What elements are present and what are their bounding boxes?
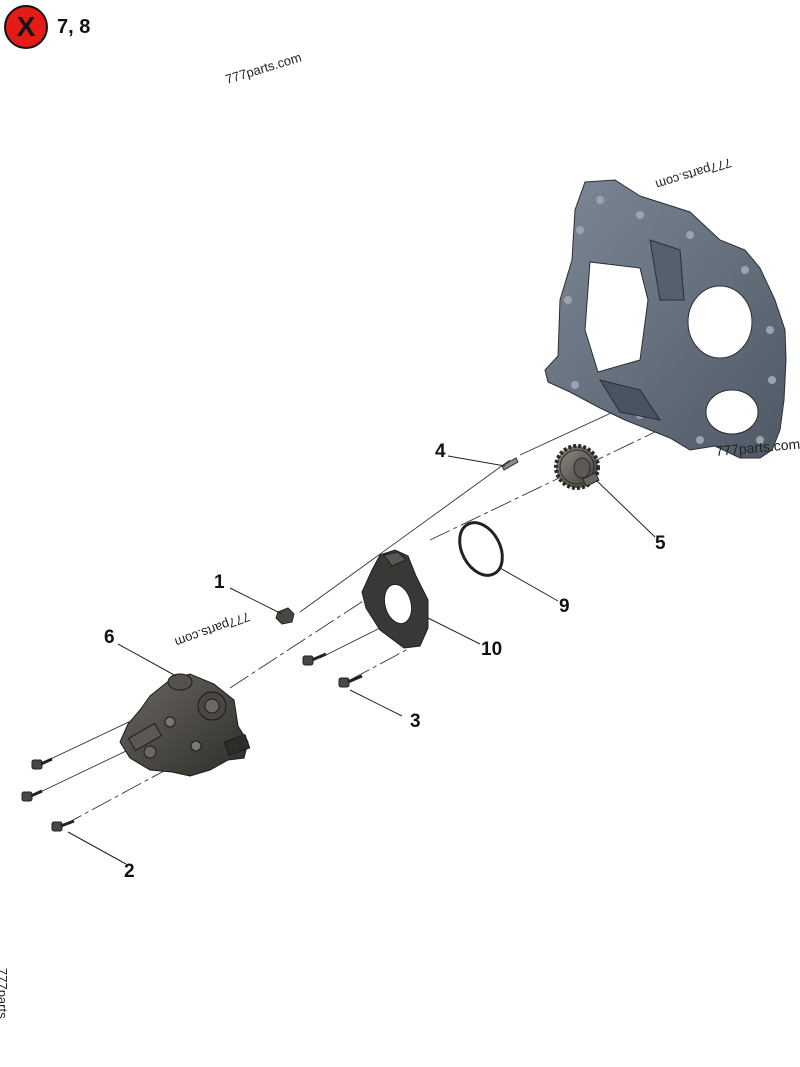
callout-3: 3	[410, 711, 421, 732]
callout-9: 9	[559, 596, 570, 617]
leader-lines	[67, 455, 656, 865]
bolt-e	[51, 819, 75, 832]
bolt-c	[31, 757, 53, 770]
bolt-a	[302, 652, 327, 666]
callout-10: 10	[481, 639, 502, 660]
callout-1: 1	[214, 572, 225, 593]
not-shown-badge: X	[4, 5, 48, 49]
watermark-pump: 777parts.com	[173, 609, 252, 650]
watermark-left-edge: 777parts	[0, 968, 10, 1019]
callout-5: 5	[655, 533, 666, 554]
watermark-top: 777parts.com	[223, 49, 303, 86]
watermark-right: 777parts.com	[715, 436, 800, 459]
not-shown-items-label: 7, 8	[57, 16, 91, 38]
fuel-pump	[119, 673, 251, 777]
pump-mounting-flange	[361, 549, 429, 649]
nut	[275, 607, 295, 625]
bolt-b	[338, 674, 363, 688]
bolt-d	[21, 789, 43, 802]
callout-2: 2	[124, 861, 135, 882]
gear-housing	[544, 179, 787, 459]
callout-4: 4	[435, 441, 446, 462]
x-icon: X	[16, 11, 36, 42]
drive-gear	[554, 444, 600, 490]
callout-6: 6	[104, 627, 115, 648]
fasteners	[21, 607, 363, 832]
dowel-pin	[501, 457, 519, 471]
o-ring	[458, 521, 504, 577]
watermark-housing: 777parts.com	[654, 155, 734, 192]
